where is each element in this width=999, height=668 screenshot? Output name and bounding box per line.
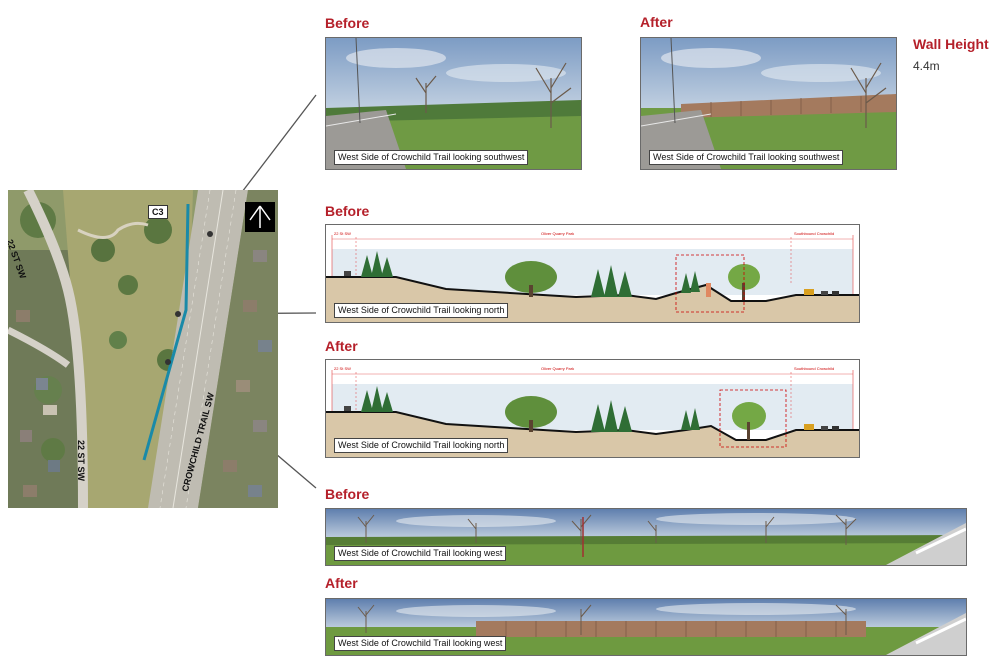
panorama-before-heading: Before (325, 486, 370, 502)
top-before-caption: West Side of Crowchild Trail looking sou… (334, 150, 529, 165)
cross-section-before: 22 St SW Oliver Quarry Park Southbound C… (325, 224, 860, 323)
top-after-caption: West Side of Crowchild Trail looking sou… (649, 150, 844, 165)
top-before-heading: Before (325, 15, 370, 31)
panorama-west-after-image (326, 599, 966, 655)
section-before-label-left: 22 St SW (334, 231, 351, 236)
section-after-heading: After (325, 338, 358, 354)
photo-southwest-before: West Side of Crowchild Trail looking sou… (325, 37, 582, 170)
section-before-label-right: Southbound Crowchild (794, 231, 835, 236)
map-marker-c3: C3 (148, 205, 168, 219)
photo-southwest-after: West Side of Crowchild Trail looking sou… (640, 37, 897, 170)
wall-height-value: 4.4m (913, 59, 940, 73)
section-before-heading: Before (325, 203, 370, 219)
cross-section-after: 22 St SW Oliver Quarry Park Southbound C… (325, 359, 860, 458)
panorama-after-heading: After (325, 575, 358, 591)
panorama-west-before: West Side of Crowchild Trail looking wes… (325, 508, 967, 566)
site-map: C3 22 ST SW 22 ST SW CROWCHILD TRAIL SW (8, 190, 278, 508)
section-before-caption: West Side of Crowchild Trail looking nor… (334, 303, 509, 318)
section-before-label-middle: Oliver Quarry Park (541, 231, 575, 236)
photo-southwest-after-image (641, 38, 896, 169)
panorama-before-caption: West Side of Crowchild Trail looking wes… (334, 546, 507, 561)
section-after-caption: West Side of Crowchild Trail looking nor… (334, 438, 509, 453)
top-after-heading: After (640, 14, 673, 30)
panorama-after-caption: West Side of Crowchild Trail looking wes… (334, 636, 507, 651)
panorama-west-after: West Side of Crowchild Trail looking wes… (325, 598, 967, 656)
cross-section-before-drawing (326, 235, 859, 322)
section-after-label-left: 22 St SW (334, 366, 351, 371)
aerial-map-image (8, 190, 278, 508)
wall-height-title: Wall Height (913, 36, 989, 52)
section-after-label-middle: Oliver Quarry Park (541, 366, 575, 371)
section-after-label-right: Southbound Crowchild (794, 366, 835, 371)
street-label-22-st-south: 22 ST SW (76, 440, 86, 482)
